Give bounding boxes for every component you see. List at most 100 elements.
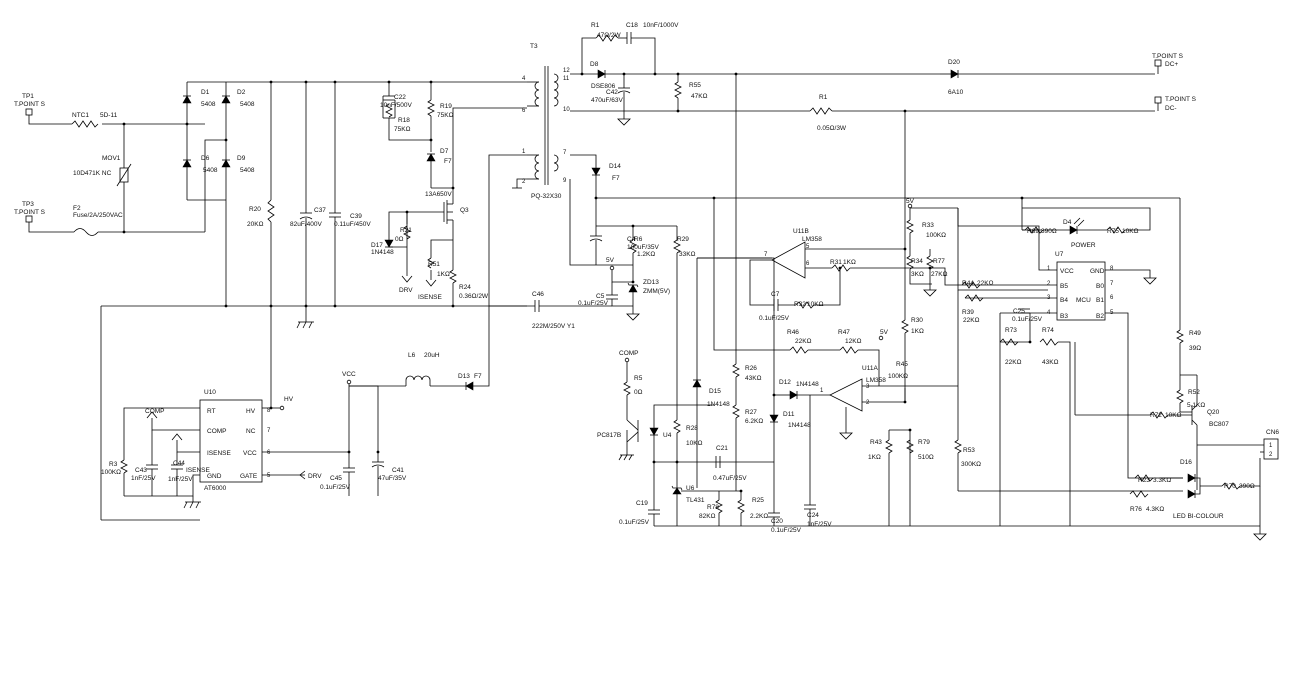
r44-value: 22KΩ xyxy=(977,280,994,287)
output-section: R1 47Ω/2W C18 10nF/1000V D8 DSE806 C42 4… xyxy=(570,22,1197,132)
d6-value: 5408 xyxy=(203,167,218,174)
f2-label: F2 xyxy=(73,205,81,212)
r18-label: R18 xyxy=(398,117,410,124)
d4-label: D4 xyxy=(1063,219,1072,226)
r28-label: R28 xyxy=(686,425,698,432)
r43-resistor xyxy=(885,439,893,454)
r45-value: 100KΩ xyxy=(888,373,908,380)
d14-value: F7 xyxy=(612,175,620,182)
r1-snubber-value: 47Ω/2W xyxy=(597,32,622,39)
ground-symbol xyxy=(617,118,631,126)
r1-shunt-label: R1 xyxy=(819,94,828,101)
svg-text:6: 6 xyxy=(806,261,810,267)
r47-value: 12KΩ xyxy=(845,338,862,345)
u11a-opamp xyxy=(829,378,863,412)
u7-pin-gnd: GND xyxy=(1090,268,1105,275)
f2-value: Fuse/2A/250VAC xyxy=(73,212,123,219)
c41-label: C41 xyxy=(392,467,404,474)
ground-symbol xyxy=(1143,277,1157,285)
c21-label: C21 xyxy=(716,445,728,452)
r46-value: 22KΩ xyxy=(795,338,812,345)
vcc-node xyxy=(346,379,352,385)
r25-resistor xyxy=(737,499,745,514)
d2-label: D2 xyxy=(237,89,246,96)
r70-resistor xyxy=(1221,482,1241,490)
d7-label: D7 xyxy=(440,148,449,155)
r25-value: 2.2KΩ xyxy=(750,513,768,520)
c19-value: 0.1uF/25V xyxy=(619,519,650,526)
c42-value: 470uF/63V xyxy=(591,97,623,104)
r32-value: 10KΩ xyxy=(807,301,824,308)
c20-label: C20 xyxy=(771,518,783,525)
d11-label: D11 xyxy=(783,411,795,418)
d13-diode xyxy=(465,381,474,391)
vcc-supply-section: VCC L6 20uH D13 F7 C45 0.1uF/25V C41 47u… xyxy=(320,306,490,496)
r32-resistor xyxy=(795,301,815,309)
r55-value: 47KΩ xyxy=(691,93,708,100)
r21-value: 0Ω xyxy=(395,236,404,243)
r72-label: R72 xyxy=(1150,412,1162,419)
comp-arrow xyxy=(146,411,158,419)
t3-pin-9: 9 xyxy=(563,178,567,184)
c41-value: 47uF/35V xyxy=(378,475,407,482)
t3-aux-winding xyxy=(534,154,540,180)
r52-label: R52 xyxy=(1188,389,1200,396)
r77-resistor xyxy=(926,255,934,270)
r6-value: 1.2KΩ xyxy=(637,251,655,258)
r39-label: R39 xyxy=(962,309,974,316)
r27-value: 6.2KΩ xyxy=(745,418,763,425)
u10-pin-isense: ISENSE xyxy=(207,450,232,457)
r75-value: 10KΩ xyxy=(1122,228,1139,235)
d14-label: D14 xyxy=(609,163,621,170)
u4-led xyxy=(649,427,659,436)
t3-pin-11: 11 xyxy=(563,76,570,82)
transformer-t3: T3 PQ-32X30 4 6 1 2 12 11 10 7 9 xyxy=(488,43,570,306)
r44-label: R44 xyxy=(962,280,974,287)
r53-label: R53 xyxy=(963,447,975,454)
d15-value: 1N4148 xyxy=(707,401,730,408)
r6-resistor xyxy=(629,239,637,254)
dc-plus-tp: T.POINT S xyxy=(1152,53,1184,60)
u7-value: MCU xyxy=(1076,297,1091,304)
u4-phototransistor xyxy=(626,419,639,431)
r55-label: R55 xyxy=(689,82,701,89)
tp3-sub: T.POINT S xyxy=(14,209,46,216)
r78-resistor xyxy=(715,499,723,514)
r43-label: R43 xyxy=(870,439,882,446)
u10-label: U10 xyxy=(204,389,216,396)
d13-value: F7 xyxy=(474,373,482,380)
opamp-section: U11B LM358 5 6 7 R31 1KΩ C7 0.1uF/25V R3… xyxy=(697,111,1183,526)
d2-value: 5408 xyxy=(240,101,255,108)
r72-value: 10KΩ xyxy=(1165,412,1182,419)
d17-diode xyxy=(384,239,394,248)
r51-label: R51 xyxy=(428,261,440,268)
u10-chip xyxy=(199,399,263,483)
vcc-label: VCC xyxy=(342,371,356,378)
r34-resistor xyxy=(906,255,914,270)
primary-switch-section: C22 10nF/500V R18 75KΩ R19 75KΩ D7 F7 13… xyxy=(371,82,527,306)
aux-supply-section: D14 F7 C4 100uF/35V R6 1.2KΩ R29 33KΩ ZD… xyxy=(489,154,1180,420)
isense-arrow-u10 xyxy=(171,433,183,441)
d12-value: 1N4148 xyxy=(796,381,819,388)
r53-resistor xyxy=(954,439,962,454)
r31-value: 1KΩ xyxy=(843,259,856,266)
t3-primary-winding xyxy=(534,81,540,107)
r24-value: 0.36Ω/2W xyxy=(459,293,489,300)
d17-value: 1N4148 xyxy=(371,249,394,256)
c25-label: C25 xyxy=(1013,308,1025,315)
l6-value: 20uH xyxy=(424,352,440,359)
r32-label: R32 xyxy=(794,301,806,308)
dc-plus-label: DC+ xyxy=(1165,61,1178,68)
u7-mcu xyxy=(1056,261,1106,321)
d1-diode xyxy=(182,95,192,104)
d16-label: D16 xyxy=(1180,459,1192,466)
r19-value: 75KΩ xyxy=(437,112,454,119)
r3-resistor xyxy=(120,459,128,474)
u6-value: TL431 xyxy=(686,497,705,504)
svg-text:7: 7 xyxy=(764,252,768,258)
r77-value: 27KΩ xyxy=(931,271,948,278)
tp1-label: TP1 xyxy=(22,93,34,100)
c5-label: C5 xyxy=(596,293,605,300)
l6-label: L6 xyxy=(408,352,416,359)
r20-label: R20 xyxy=(249,206,261,213)
